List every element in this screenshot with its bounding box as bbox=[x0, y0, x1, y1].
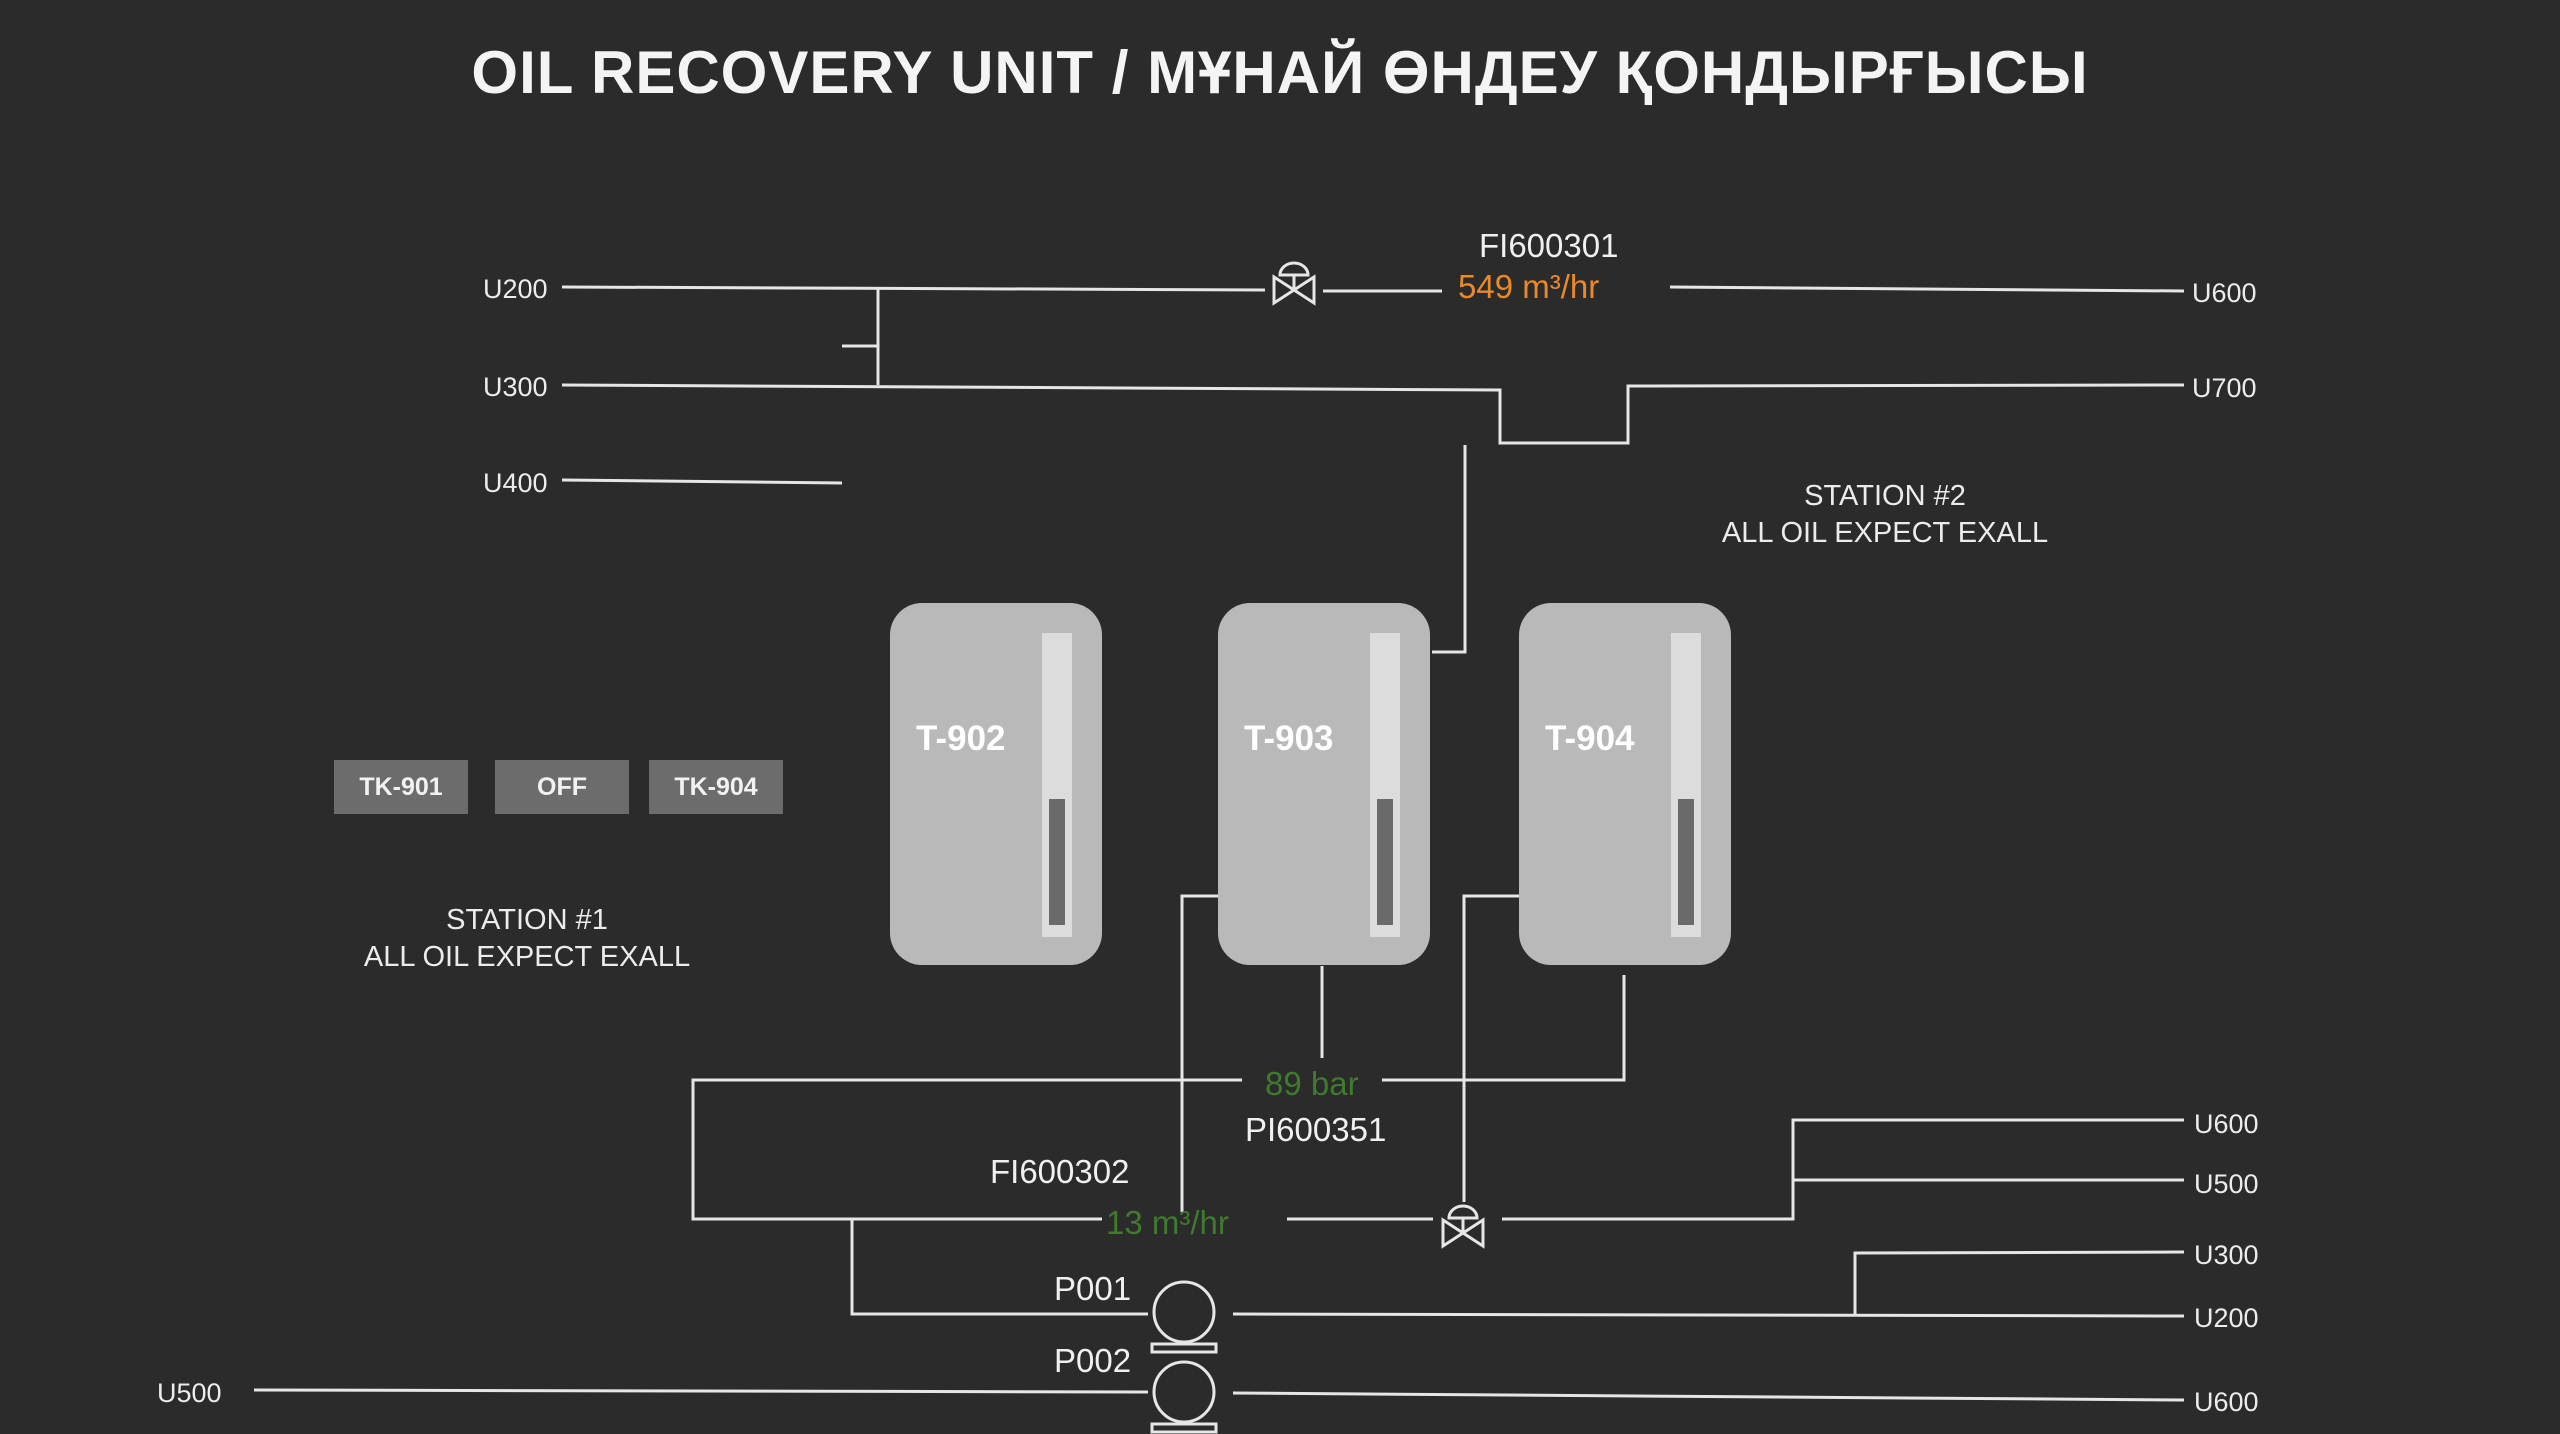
tank-label: T-902 bbox=[916, 719, 1006, 758]
fi600302-value: 13 m³/hr bbox=[1106, 1204, 1229, 1241]
tank-label: T-903 bbox=[1244, 719, 1334, 758]
pipe-to-t903 bbox=[1432, 445, 1467, 654]
valve-icon[interactable] bbox=[1441, 1204, 1485, 1249]
station-2-desc: ALL OIL EXPECT EXALL bbox=[1721, 517, 2049, 549]
level-fill bbox=[1377, 799, 1393, 925]
fi600302-tag: FI600302 bbox=[990, 1153, 1130, 1190]
fi600301-value: 549 m³/hr bbox=[1458, 268, 1600, 305]
line-label-u400: U400 bbox=[483, 468, 548, 498]
line-label-u300-right: U300 bbox=[2194, 1240, 2259, 1270]
pump-icon[interactable] bbox=[1150, 1280, 1218, 1354]
line-label-u200: U200 bbox=[483, 274, 548, 304]
line-label-u500-left: U500 bbox=[157, 1378, 222, 1408]
pump-icon[interactable] bbox=[1150, 1360, 1218, 1434]
pipe-t904-valve bbox=[1462, 894, 1519, 1202]
pump-label-p002: P002 bbox=[1054, 1342, 1132, 1379]
pump-label-p001: P001 bbox=[1054, 1270, 1132, 1307]
pipe-valve2-right bbox=[1502, 1118, 2184, 1221]
pipe-u400 bbox=[561, 478, 843, 485]
line-label-u600-mid: U600 bbox=[2194, 1109, 2259, 1139]
pipe-u300 bbox=[561, 383, 2185, 445]
tank-label: T-904 bbox=[1545, 719, 1635, 758]
level-gauge bbox=[1042, 633, 1072, 937]
level-gauge bbox=[1671, 633, 1701, 937]
level-fill bbox=[1049, 799, 1065, 925]
fi600301-tag: FI600301 bbox=[1479, 227, 1619, 264]
station-2-title: STATION #2 bbox=[1804, 480, 1966, 512]
line-label-u500-right: U500 bbox=[2194, 1169, 2259, 1199]
tank-t903[interactable]: T-903 bbox=[1218, 603, 1430, 965]
valve-icon[interactable] bbox=[1272, 261, 1316, 306]
pipe-t904-out bbox=[1382, 975, 1626, 1082]
pipe-manifold bbox=[691, 1078, 1242, 1221]
pipe-p001 bbox=[850, 1219, 1148, 1316]
pi600351-value: 89 bar bbox=[1265, 1065, 1359, 1102]
pipe-u200-u600 bbox=[561, 285, 1266, 292]
station-1-note: STATION #1 ALL OIL EXPECT EXALL bbox=[282, 902, 772, 976]
station-1-desc: ALL OIL EXPECT EXALL bbox=[363, 941, 691, 973]
pi600351-tag: PI600351 bbox=[1245, 1111, 1387, 1148]
pipe-u500-left bbox=[253, 1388, 1149, 1394]
line-label-u600-bottom: U600 bbox=[2194, 1387, 2259, 1417]
tank-t904[interactable]: T-904 bbox=[1519, 603, 1731, 965]
level-fill bbox=[1678, 799, 1694, 925]
line-label-u300: U300 bbox=[483, 372, 548, 402]
station-2-note: STATION #2 ALL OIL EXPECT EXALL bbox=[1640, 478, 2130, 552]
off-button[interactable]: OFF bbox=[495, 760, 629, 814]
line-label-u600-top: U600 bbox=[2192, 278, 2257, 308]
pipe-u300-bottom bbox=[1853, 1250, 2185, 1314]
line-label-u200-right: U200 bbox=[2194, 1303, 2259, 1333]
line-label-u700: U700 bbox=[2192, 373, 2257, 403]
pipe-p001-out bbox=[1232, 1312, 2185, 1318]
tk-904-button[interactable]: TK-904 bbox=[649, 760, 783, 814]
station-1-title: STATION #1 bbox=[446, 904, 608, 936]
level-gauge bbox=[1370, 633, 1400, 937]
pipe-u600-top bbox=[1669, 285, 2185, 293]
page-title: OIL RECOVERY UNIT / МҰНАЙ ӨНДЕУ ҚОНДЫРҒЫ… bbox=[471, 39, 2089, 106]
pipe-t902-out bbox=[1180, 894, 1218, 1212]
tk-901-button[interactable]: TK-901 bbox=[334, 760, 468, 814]
tank-t902[interactable]: T-902 bbox=[890, 603, 1102, 965]
pipe-p002-out bbox=[1232, 1391, 2185, 1402]
